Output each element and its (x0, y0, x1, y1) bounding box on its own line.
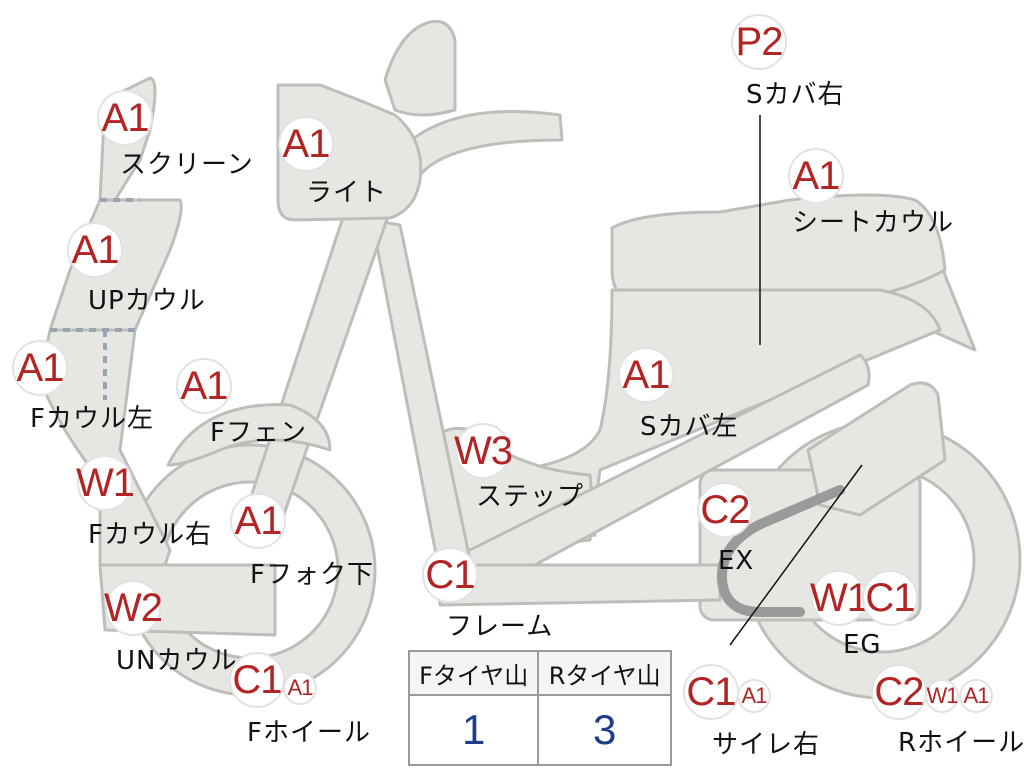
code-badge-step: W3 (454, 423, 513, 479)
code-badge-r-wheel-3: A1 (959, 679, 993, 713)
part-label-up-cowl: UPカウル (88, 286, 206, 316)
front-fender-shape (166, 403, 332, 467)
code-badge-s-cover-right: P2 (731, 14, 787, 70)
code-badge-f-wheel-1: C1 (229, 652, 285, 708)
code-badge-muffler-right-1: C1 (683, 664, 739, 720)
part-label-screen: スクリーン (120, 150, 254, 180)
frame-lower-rail-shape (438, 563, 722, 607)
code-badge-f-cowl-left: A1 (12, 340, 68, 396)
tread-depth-table: Fタイヤ山 Rタイヤ山 1 3 (407, 650, 672, 766)
tread-header-rear: Rタイヤ山 (537, 650, 672, 696)
code-badge-up-cowl: A1 (67, 222, 123, 278)
muffler-shape (806, 381, 947, 517)
part-label-frame: フレーム (446, 612, 554, 642)
tread-header-front: Fタイヤ山 (407, 650, 540, 696)
code-badge-f-fork-lower: A1 (230, 493, 286, 549)
code-badge-f-fender: A1 (176, 358, 232, 414)
part-label-s-cover-left: Sカバ左 (640, 412, 739, 442)
part-label-step: ステップ (476, 482, 585, 512)
code-badge-f-cowl-right: W1 (76, 455, 135, 511)
handlebar-shape (398, 110, 564, 177)
part-label-engine: EG (843, 630, 882, 660)
frame-downtube-shape (370, 218, 472, 577)
part-label-muffler-right: サイレ右 (712, 730, 821, 760)
code-badge-engine-1: W1 (810, 570, 869, 626)
code-badge-f-wheel-2: A1 (283, 671, 317, 705)
part-label-r-wheel: Rホイール (898, 728, 1024, 758)
part-label-f-fork-lower: Fフォク下 (250, 560, 374, 590)
leader-muffler-right (729, 464, 863, 646)
exhaust-pipe-shape (716, 485, 845, 617)
code-badge-r-wheel-1: C2 (871, 664, 927, 720)
tread-value-rear: 3 (537, 694, 672, 766)
part-label-s-cover-right: Sカバ右 (746, 80, 845, 110)
frame-lower-shape (438, 353, 871, 602)
code-badge-r-wheel-2: W1 (925, 679, 959, 713)
part-label-f-cowl-right: Fカウル右 (88, 520, 212, 550)
part-label-light: ライト (306, 178, 388, 208)
part-label-seat-cowl: シートカウル (792, 208, 955, 238)
part-label-exhaust: EX (718, 546, 755, 576)
code-badge-engine-2: C1 (862, 570, 918, 626)
code-badge-seat-cowl: A1 (788, 148, 844, 204)
mirror-shape (383, 19, 457, 117)
part-label-f-cowl-left: Fカウル左 (30, 404, 154, 434)
tread-value-front: 1 (407, 694, 540, 766)
part-label-f-fender: Fフェン (210, 418, 307, 448)
part-label-un-cowl: UNカウル (116, 646, 238, 676)
code-badge-screen: A1 (97, 90, 153, 146)
code-badge-s-cover-left: A1 (618, 347, 674, 403)
code-badge-muffler-right-2: A1 (737, 679, 771, 713)
code-badge-un-cowl: W2 (104, 580, 163, 636)
code-badge-light: A1 (278, 116, 334, 172)
part-label-f-wheel: Fホイール (247, 718, 371, 748)
code-badge-exhaust: C2 (697, 482, 753, 538)
code-badge-frame: C1 (422, 547, 478, 603)
